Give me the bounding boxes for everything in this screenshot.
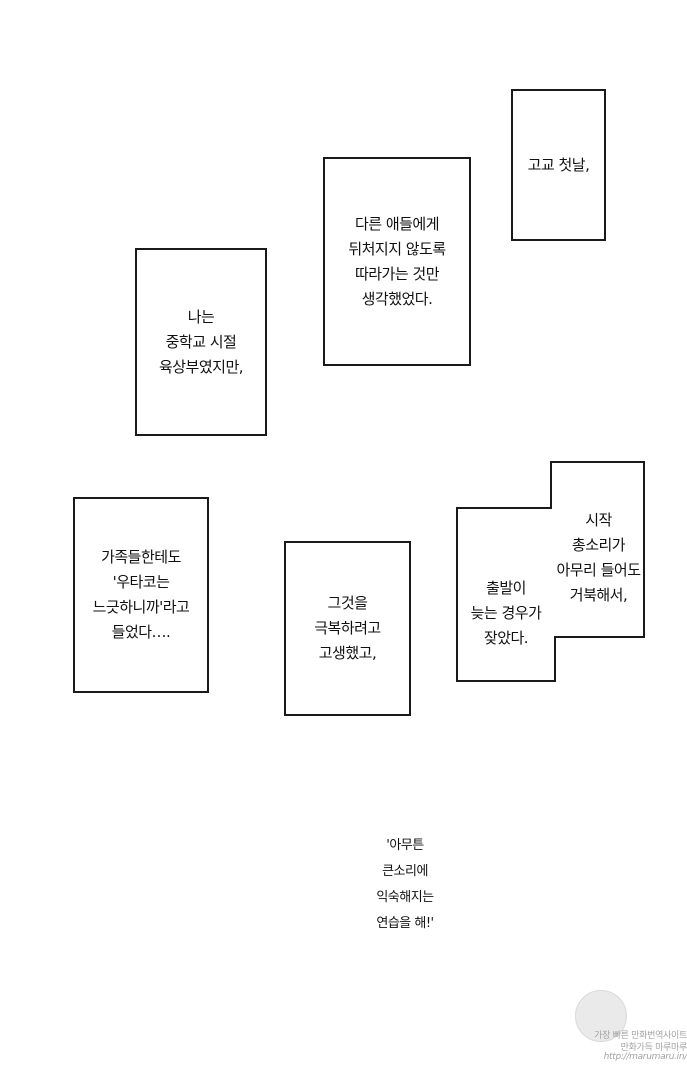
narration-text-late-start: 출발이 늦는 경우가 잦았다. <box>470 579 542 647</box>
narration-text-family: 가족들한테도 '우타코는 느긋하니까'라고 들었다…. <box>92 548 190 641</box>
watermark-line-1: 가장 빠른 만화번역사이트 <box>594 1031 687 1041</box>
narration-text-overcome: 그것을 극복하려고 고생했고, <box>314 594 381 662</box>
narration-box-overcome: 그것을 극복하려고 고생했고, <box>284 541 411 716</box>
watermark-line-2: 만화가득 마루마루 <box>620 1043 687 1053</box>
notched-box-outline <box>456 461 645 682</box>
narration-text-starting-shot: 시작 총소리가 아무리 들어도 거북해서, <box>556 511 641 604</box>
site-watermark: 가장 빠른 만화번역사이트 만화가득 마루마루 http://marumaru.… <box>555 990 687 1070</box>
narration-text-middle-school: 나는 중학교 시절 육상부였지만, <box>158 307 244 376</box>
floating-caption: '아무튼 큰소리에 익숙해지는 연습을 해!' <box>376 838 434 931</box>
narration-box-notched: 출발이 늦는 경우가 잦았다. 시작 총소리가 아무리 들어도 거북해서, <box>455 460 646 683</box>
narration-box-first-day: 고교 첫날, <box>511 89 606 241</box>
narration-box-keep-up: 다른 애들에게 뒤처지지 않도록 따라가는 것만 생각했었다. <box>323 157 471 366</box>
narration-text-first-day: 고교 첫날, <box>527 155 590 174</box>
watermark-url: http://marumaru.in/ <box>603 1052 687 1062</box>
mascot-logo-icon <box>575 990 627 1042</box>
narration-box-family: 가족들한테도 '우타코는 느긋하니까'라고 들었다…. <box>73 497 209 693</box>
narration-text-keep-up: 다른 애들에게 뒤처지지 않도록 따라가는 것만 생각했었다. <box>348 214 446 308</box>
narration-box-middle-school: 나는 중학교 시절 육상부였지만, <box>135 248 267 436</box>
